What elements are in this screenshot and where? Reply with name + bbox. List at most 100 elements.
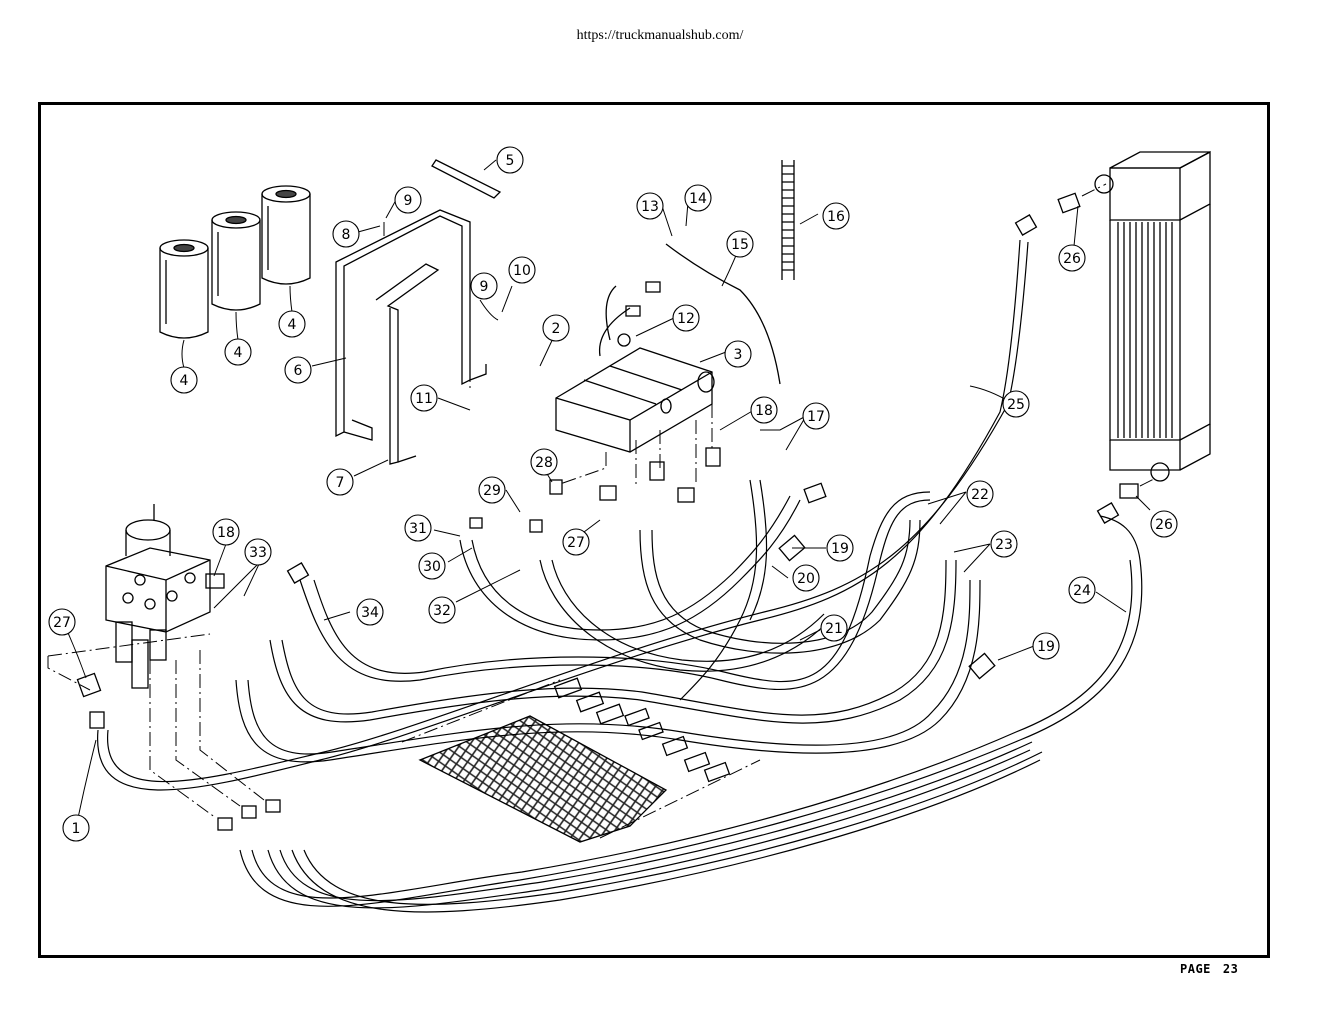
callout-circle bbox=[822, 202, 850, 230]
callout-c14: 14 bbox=[684, 184, 712, 212]
callout-circle bbox=[332, 220, 360, 248]
callout-c2: 2 bbox=[542, 314, 570, 342]
callout-circle bbox=[802, 402, 830, 430]
callout-label: 18 bbox=[755, 403, 773, 419]
callout-label: 5 bbox=[506, 153, 515, 169]
callout-c30: 30 bbox=[418, 552, 446, 580]
callout-circle bbox=[326, 468, 354, 496]
callout-c26b: 26 bbox=[1150, 510, 1178, 538]
callout-c9a: 9 bbox=[394, 186, 422, 214]
callout-circle bbox=[356, 598, 384, 626]
diagram-frame bbox=[38, 102, 1270, 958]
callout-circle bbox=[820, 614, 848, 642]
callout-label: 2 bbox=[552, 321, 561, 337]
callout-label: 13 bbox=[641, 199, 659, 215]
callout-circle bbox=[792, 564, 820, 592]
page-value: 23 bbox=[1222, 962, 1239, 976]
callout-label: 31 bbox=[409, 521, 427, 537]
callout-circle bbox=[562, 528, 590, 556]
callout-c19b: 19 bbox=[1032, 632, 1060, 660]
callout-c16: 16 bbox=[822, 202, 850, 230]
callout-c10: 10 bbox=[508, 256, 536, 284]
callout-c24: 24 bbox=[1068, 576, 1096, 604]
callout-label: 27 bbox=[53, 615, 71, 631]
callout-c23: 23 bbox=[990, 530, 1018, 558]
callout-label: 18 bbox=[217, 525, 235, 541]
mesh-pad bbox=[418, 715, 668, 843]
callout-label: 6 bbox=[294, 363, 303, 379]
callout-label: 34 bbox=[361, 605, 379, 621]
callout-label: 25 bbox=[1007, 397, 1025, 413]
callout-label: 10 bbox=[513, 263, 531, 279]
callout-label: 32 bbox=[433, 603, 451, 619]
callout-circle bbox=[990, 530, 1018, 558]
callout-label: 3 bbox=[734, 347, 743, 363]
callout-label: 29 bbox=[483, 483, 501, 499]
callout-circle bbox=[410, 384, 438, 412]
callout-c25: 25 bbox=[1002, 390, 1030, 418]
callout-label: 27 bbox=[567, 535, 585, 551]
callout-label: 23 bbox=[995, 537, 1013, 553]
callout-circle bbox=[62, 814, 90, 842]
callout-c34: 34 bbox=[356, 598, 384, 626]
callout-c17: 17 bbox=[802, 402, 830, 430]
callout-circle bbox=[224, 338, 252, 366]
control-valve bbox=[105, 504, 211, 689]
centerlines bbox=[47, 183, 1157, 839]
callout-circle bbox=[404, 514, 432, 542]
callout-circle bbox=[1032, 632, 1060, 660]
callout-circle bbox=[508, 256, 536, 284]
callout-c15: 15 bbox=[726, 230, 754, 258]
hose-bundle bbox=[97, 239, 1143, 913]
callout-c26a: 26 bbox=[1058, 244, 1086, 272]
callout-label: 26 bbox=[1155, 517, 1173, 533]
callout-c31: 31 bbox=[404, 514, 432, 542]
callout-circle bbox=[48, 608, 76, 636]
callout-label: 19 bbox=[1037, 639, 1055, 655]
callout-label: 11 bbox=[415, 391, 433, 407]
callout-c20: 20 bbox=[792, 564, 820, 592]
callout-c8: 8 bbox=[332, 220, 360, 248]
callout-label: 14 bbox=[689, 191, 707, 207]
callout-c22: 22 bbox=[966, 480, 994, 508]
callout-label: 21 bbox=[825, 621, 843, 637]
callout-label: 20 bbox=[797, 571, 815, 587]
callout-label: 22 bbox=[971, 487, 989, 503]
callout-label: 9 bbox=[404, 193, 413, 209]
page-label: PAGE bbox=[1180, 962, 1211, 976]
mounting-brackets bbox=[335, 159, 502, 465]
callout-circle bbox=[394, 186, 422, 214]
callout-label: 33 bbox=[249, 545, 267, 561]
callout-circle bbox=[1058, 244, 1086, 272]
callout-c5: 5 bbox=[496, 146, 524, 174]
callout-c27a: 27 bbox=[48, 608, 76, 636]
callout-circle bbox=[284, 356, 312, 384]
callout-circle bbox=[636, 192, 664, 220]
artwork bbox=[47, 150, 1211, 913]
callout-circle bbox=[1002, 390, 1030, 418]
callout-c6: 6 bbox=[284, 356, 312, 384]
callout-c4c: 4 bbox=[278, 310, 306, 338]
callout-circle bbox=[1068, 576, 1096, 604]
callout-circle bbox=[530, 448, 558, 476]
callout-label: 16 bbox=[827, 209, 845, 225]
callout-label: 4 bbox=[180, 373, 189, 389]
source-url: https://truckmanualshub.com/ bbox=[576, 28, 744, 43]
callout-c18a: 18 bbox=[212, 518, 240, 546]
oil-cooler bbox=[1094, 150, 1211, 482]
callout-circle bbox=[542, 314, 570, 342]
callout-c32: 32 bbox=[428, 596, 456, 624]
callout-c19a: 19 bbox=[826, 534, 854, 562]
callout-c33: 33 bbox=[244, 538, 272, 566]
wire-harness bbox=[665, 243, 781, 385]
callout-label: 9 bbox=[480, 279, 489, 295]
callout-label: 8 bbox=[342, 227, 351, 243]
callout-circle bbox=[428, 596, 456, 624]
callout-circle bbox=[244, 538, 272, 566]
threaded-rod bbox=[781, 160, 795, 280]
page-number: PAGE 23 bbox=[1180, 962, 1250, 976]
callout-c4a: 4 bbox=[170, 366, 198, 394]
callout-label: 19 bbox=[831, 541, 849, 557]
callout-c27b: 27 bbox=[562, 528, 590, 556]
filter-elements bbox=[159, 185, 311, 339]
